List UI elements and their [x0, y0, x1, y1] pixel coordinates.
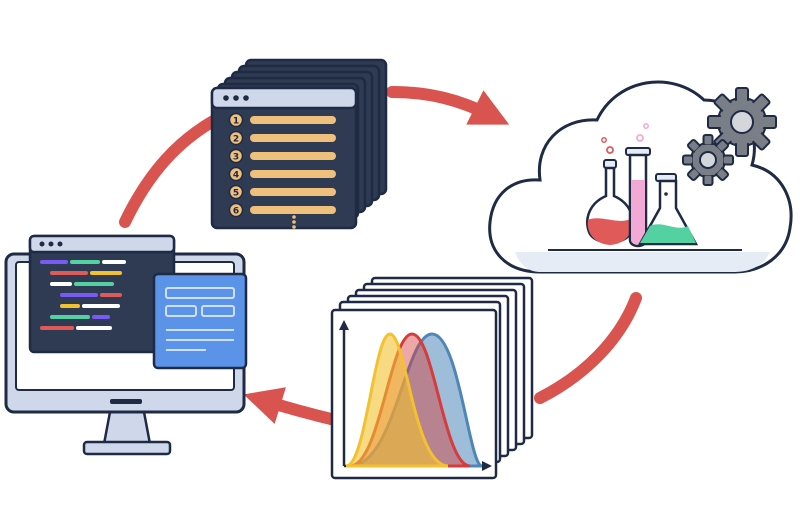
- window-dot-icon: [223, 95, 229, 101]
- cloud-base-shade: [515, 252, 770, 272]
- code-lines: [40, 260, 126, 330]
- monitor-chin-slot: [110, 399, 142, 404]
- window-dot-icon: [48, 241, 54, 247]
- distribution-plots-icon: [330, 276, 534, 480]
- window-dot-icon: [233, 95, 239, 101]
- cloud-lab-icon: [488, 80, 793, 274]
- axis-arrow-icon: [339, 320, 349, 330]
- list-item-number: 2: [233, 135, 239, 145]
- list-item-number: 4: [233, 171, 239, 181]
- list-item-number: 3: [233, 153, 239, 163]
- list-item: 3: [228, 148, 336, 164]
- numbered-list-window-icon: 1 2 3 4 5 6: [210, 58, 388, 230]
- list-window-titlebar: [210, 86, 358, 110]
- curve-yellow: [345, 332, 449, 468]
- monitor-base: [82, 440, 172, 456]
- list-item: 6: [228, 202, 336, 218]
- test-tube-icon: [625, 123, 651, 248]
- arrow-cloud-to-plots: [534, 292, 642, 404]
- monitor-stand: [102, 410, 152, 446]
- list-item-number: 5: [233, 189, 239, 199]
- form-window: [152, 272, 248, 370]
- form-field: [165, 287, 235, 299]
- more-dots-icon: [292, 215, 296, 229]
- list-item: 4: [228, 166, 336, 182]
- code-editor-window: [28, 234, 176, 354]
- arrow-monitor-to-list: [119, 114, 221, 228]
- form-field: [201, 305, 235, 317]
- form-field: [165, 305, 197, 317]
- gear-icon: [682, 134, 734, 186]
- erlenmeyer-flask-icon: [637, 173, 699, 246]
- cycle-arrows: [119, 86, 642, 426]
- list-item: 5: [228, 184, 336, 200]
- axis-arrow-icon: [482, 461, 492, 471]
- arrow-plots-to-monitor: [243, 387, 341, 426]
- list-item: 2: [228, 130, 336, 146]
- round-flask-icon: [586, 137, 634, 245]
- list-item-number: 6: [233, 207, 239, 217]
- list-item: 1: [228, 112, 336, 128]
- window-dot-icon: [57, 241, 63, 247]
- list-item-number: 1: [233, 117, 239, 127]
- window-dot-icon: [39, 241, 45, 247]
- arrow-list-to-cloud: [386, 86, 510, 125]
- window-dot-icon: [243, 95, 249, 101]
- desktop-monitor-icon: [4, 234, 248, 456]
